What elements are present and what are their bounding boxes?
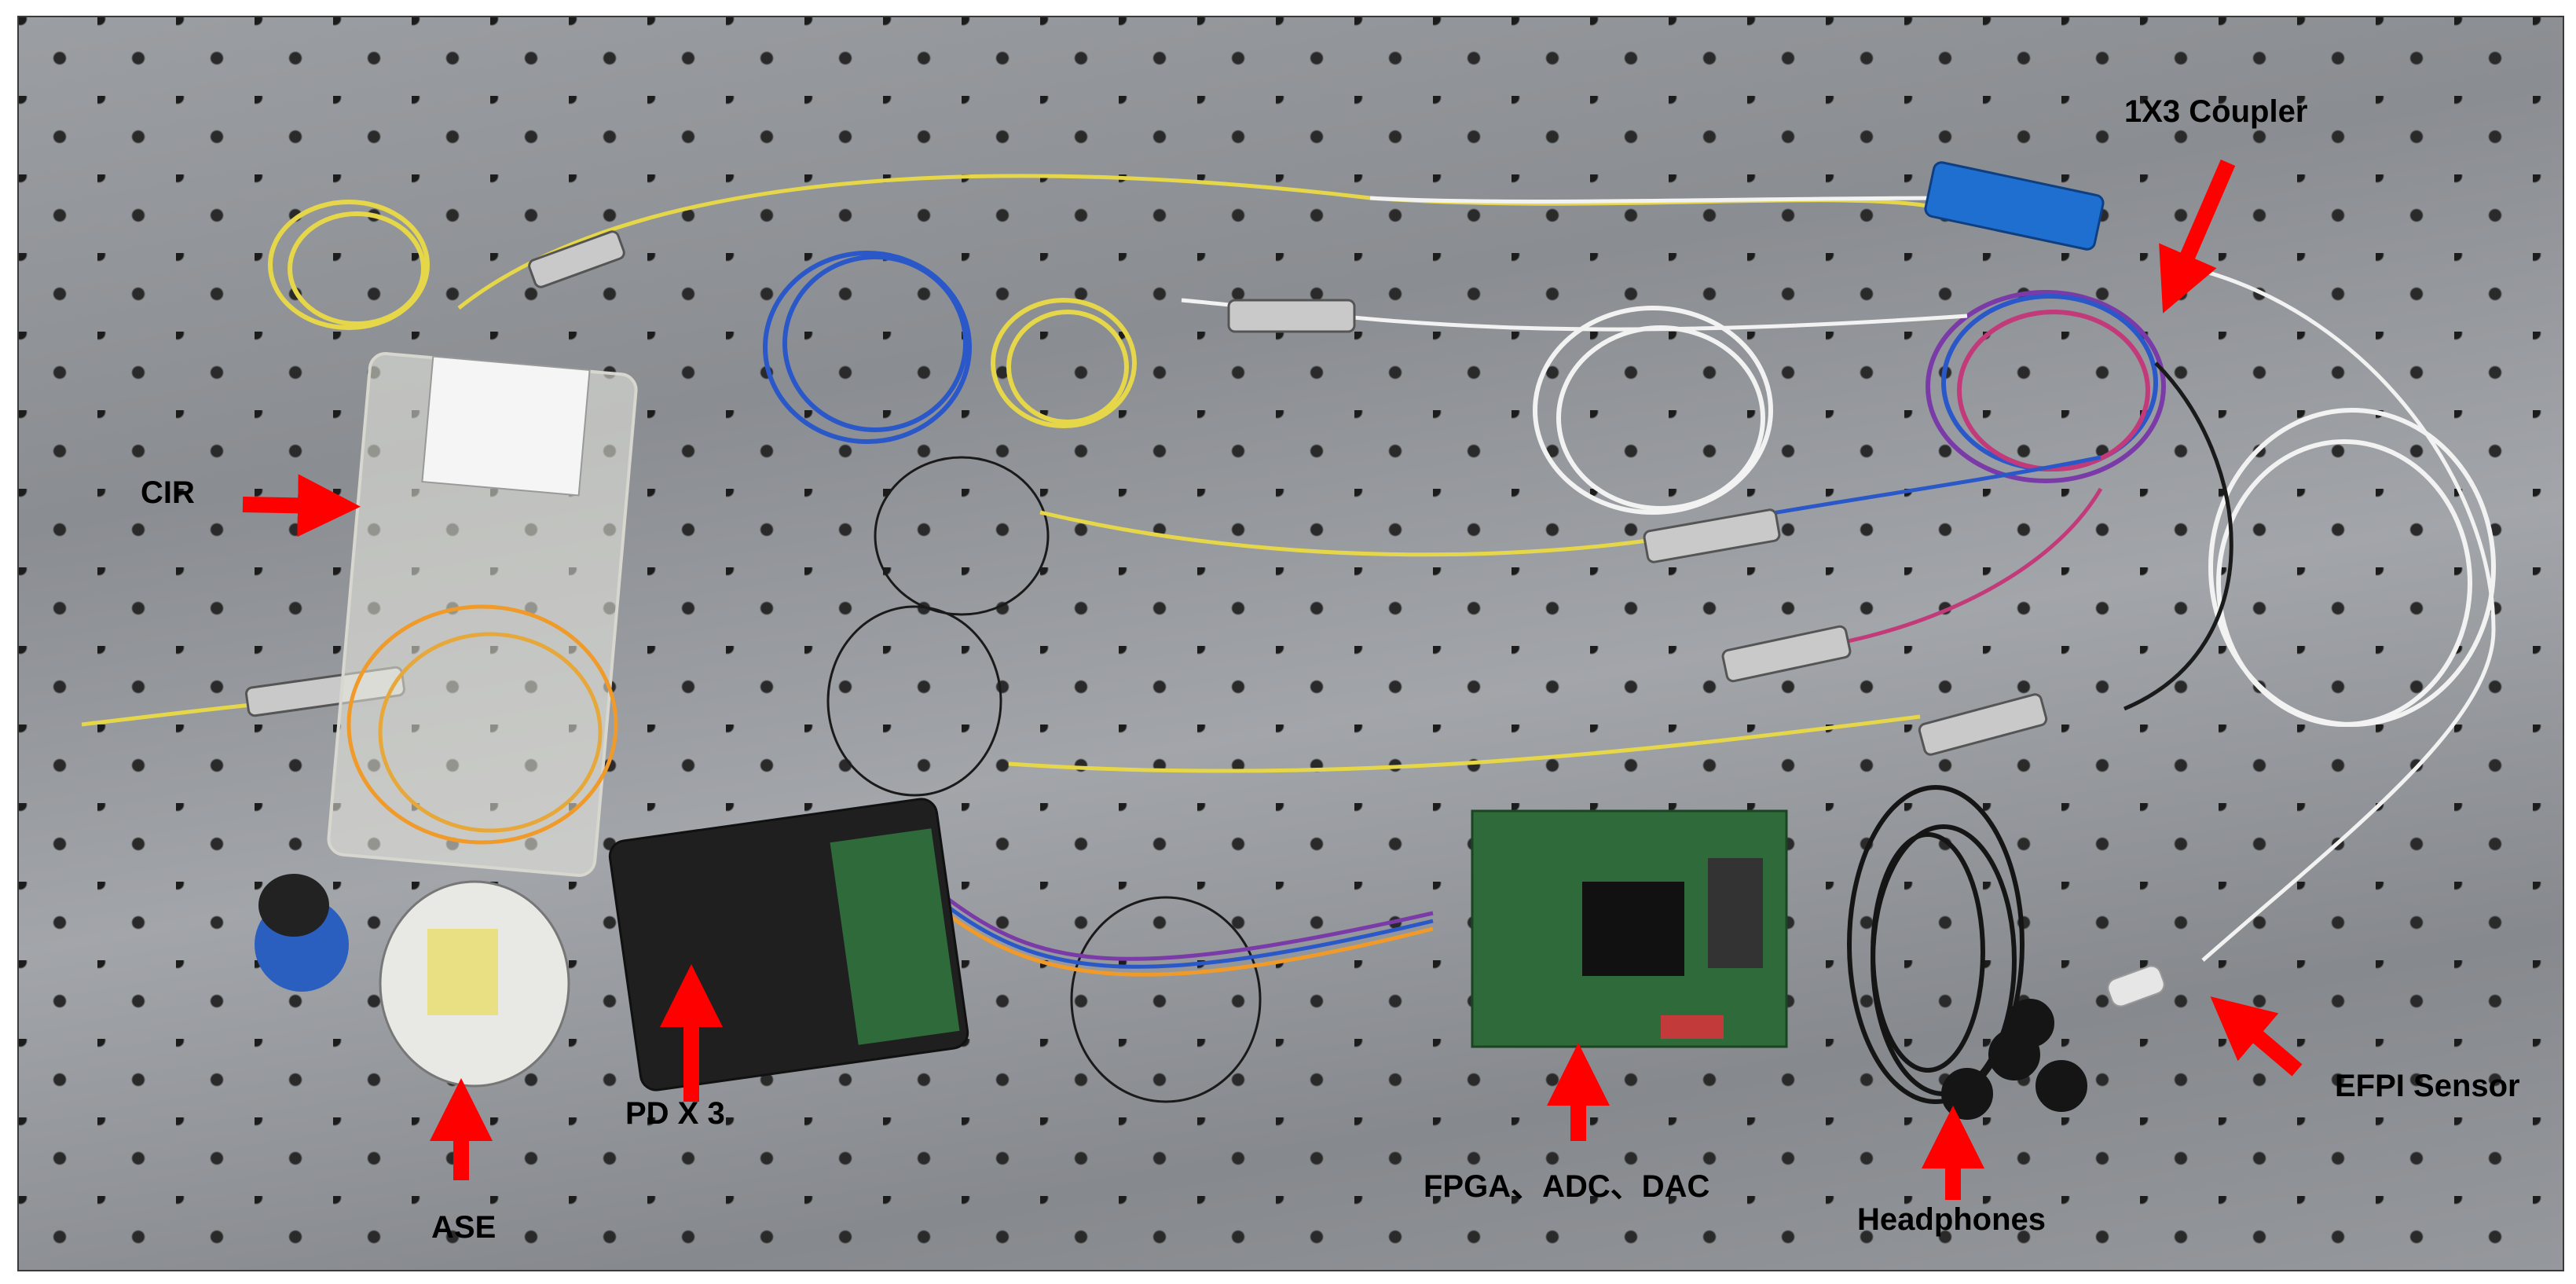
pd-board [608,798,969,1091]
label-efpi: EFPI Sensor [2335,1069,2520,1103]
setup-illustration [81,160,2496,1200]
yellow-fiber-coil-center [991,298,1137,428]
label-ase: ASE [431,1210,497,1245]
blue-fiber-coil [763,251,972,444]
efpi-sensor-probe [2107,965,2165,1007]
headphones-device [1847,785,2087,1120]
label-fpga: FPGA、ADC、DAC [1424,1169,1710,1204]
black-fiber-coil [826,456,1262,1103]
arrow-cir [242,474,361,537]
arrow-efpi [2210,996,2303,1077]
ase-source [255,874,570,1088]
label-pd: PD X 3 [625,1096,725,1131]
coupler-body [1924,161,2105,251]
annotation-arrows [242,160,2303,1200]
white-fiber-coil [1533,306,2496,727]
arrow-coupler [2159,160,2236,314]
circulator-box [327,352,638,877]
fpga-board [1471,809,1788,1048]
label-coupler: 1X3 Coupler [2124,94,2308,129]
label-cir: CIR [141,475,195,510]
yellow-fiber-coil-top-left [268,200,430,330]
purple-fiber-coil [1926,290,2166,483]
optical-table-photo: CIR ASE PD X 3 FPGA、ADC、DAC Headphones 1… [17,16,2564,1271]
label-headphones: Headphones [1857,1202,2047,1237]
